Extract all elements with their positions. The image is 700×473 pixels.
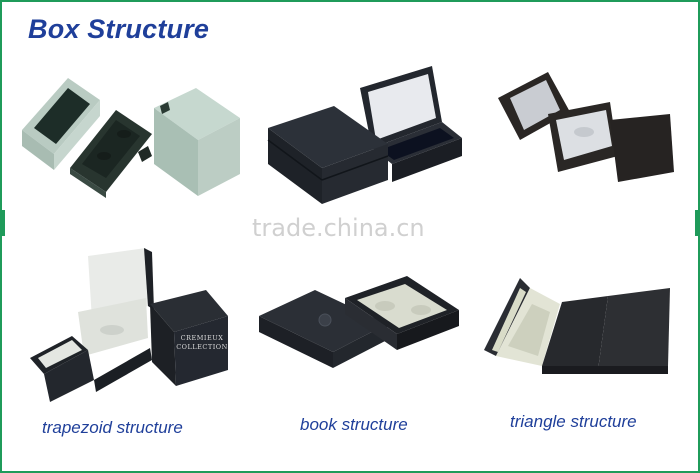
- photo-trapezoid-box: CREMIEUX COLLECTION: [26, 240, 236, 410]
- lid-box-illustration: [267, 66, 462, 204]
- photo-book-box: [257, 274, 467, 399]
- left-edge-mark: [2, 210, 5, 236]
- photo-lid-box: [264, 64, 464, 214]
- triangle-box-illustration: [484, 278, 670, 374]
- right-edge-mark: [695, 210, 698, 236]
- photo-window-box: [494, 68, 684, 188]
- caption-book: book structure: [300, 415, 408, 434]
- photo-triangle-box: [482, 274, 682, 404]
- caption-trapezoid: trapezoid structure: [42, 418, 183, 437]
- watermark: trade.china.cn: [252, 214, 425, 242]
- caption-triangle: triangle structure: [510, 412, 637, 431]
- window-box-illustration: [498, 72, 674, 182]
- photo-drawer-box: [20, 72, 245, 202]
- drawer-box-illustration: [22, 78, 240, 198]
- trapezoid-box-illustration: [30, 248, 228, 402]
- book-box-illustration: [259, 276, 459, 368]
- box-logo-text: CREMIEUX COLLECTION: [176, 334, 228, 351]
- page-title: Box Structure: [28, 14, 210, 44]
